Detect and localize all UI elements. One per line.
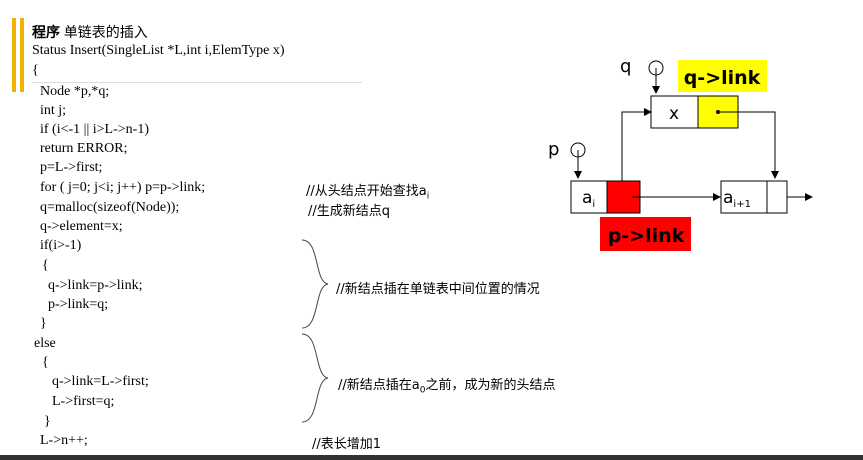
divider — [32, 82, 362, 83]
plink-label: p->link — [608, 225, 685, 247]
accent-bar-1 — [12, 18, 16, 92]
qlink-highlight — [678, 60, 767, 92]
code-line: int j; — [40, 103, 67, 118]
node-ai-data — [570, 180, 608, 214]
title-bold: 程序 — [32, 25, 60, 41]
code-line: { — [32, 63, 39, 78]
code-line: q=malloc(sizeof(Node)); — [40, 200, 180, 215]
qlink-label: q->link — [684, 67, 761, 89]
code-line: for ( j=0; j<i; j++) p=p->link; — [40, 180, 206, 195]
node-x-data — [650, 95, 699, 129]
comment-middle: //新结点插在单链表中间位置的情况 — [336, 282, 540, 297]
bottom-bar — [0, 455, 863, 460]
code-line: if (i<-1 || i>L->n-1) — [40, 122, 149, 137]
accent-bar-2 — [20, 18, 24, 92]
code-line: } — [44, 414, 51, 429]
code-line: } — [40, 316, 47, 331]
q-label: q — [620, 56, 631, 77]
code-line: q->element=x; — [40, 219, 123, 234]
code-line: q->link=p->link; — [48, 278, 143, 293]
comment-count: //表长增加1 — [312, 437, 382, 452]
code-line: Node *p,*q; — [40, 84, 110, 99]
code-line: if(i>-1) — [40, 238, 82, 253]
x-label: x — [669, 104, 679, 124]
code-line: p->link=q; — [48, 297, 109, 312]
plink-new-arrow — [621, 108, 652, 181]
code-line: { — [42, 355, 49, 370]
p-label: p — [548, 139, 559, 160]
brace-if — [301, 239, 329, 329]
code-line: L->first=q; — [52, 394, 115, 409]
code-line: L->n++; — [40, 433, 88, 448]
node-ai1-data — [720, 180, 768, 214]
ai1-label: ai+1 — [723, 188, 751, 210]
code-line: p=L->first; — [40, 160, 103, 175]
code-line: else — [34, 336, 56, 351]
code-line: return ERROR; — [40, 141, 128, 156]
qlink-arrow — [718, 111, 779, 179]
plink-highlight — [600, 217, 691, 251]
ai-label: ai — [582, 188, 595, 210]
code-line: { — [42, 258, 49, 273]
node-ai1-link — [766, 180, 788, 214]
function-signature: Status Insert(SingleList *L,int i,ElemTy… — [32, 43, 285, 58]
brace-else — [301, 333, 329, 423]
code-line: q->link=L->first; — [52, 374, 149, 389]
comment-find: //从头结点开始查找ai — [306, 184, 430, 202]
program-title: 程序 单链表的插入 — [32, 22, 148, 42]
comment-head: //新结点插在a0之前，成为新的头结点 — [338, 378, 556, 396]
comment-new-node: //生成新结点q — [308, 204, 391, 219]
title-text: 单链表的插入 — [63, 25, 148, 41]
linked-list-diagram: q q->link x p ai ai+1 p->link — [548, 56, 813, 251]
